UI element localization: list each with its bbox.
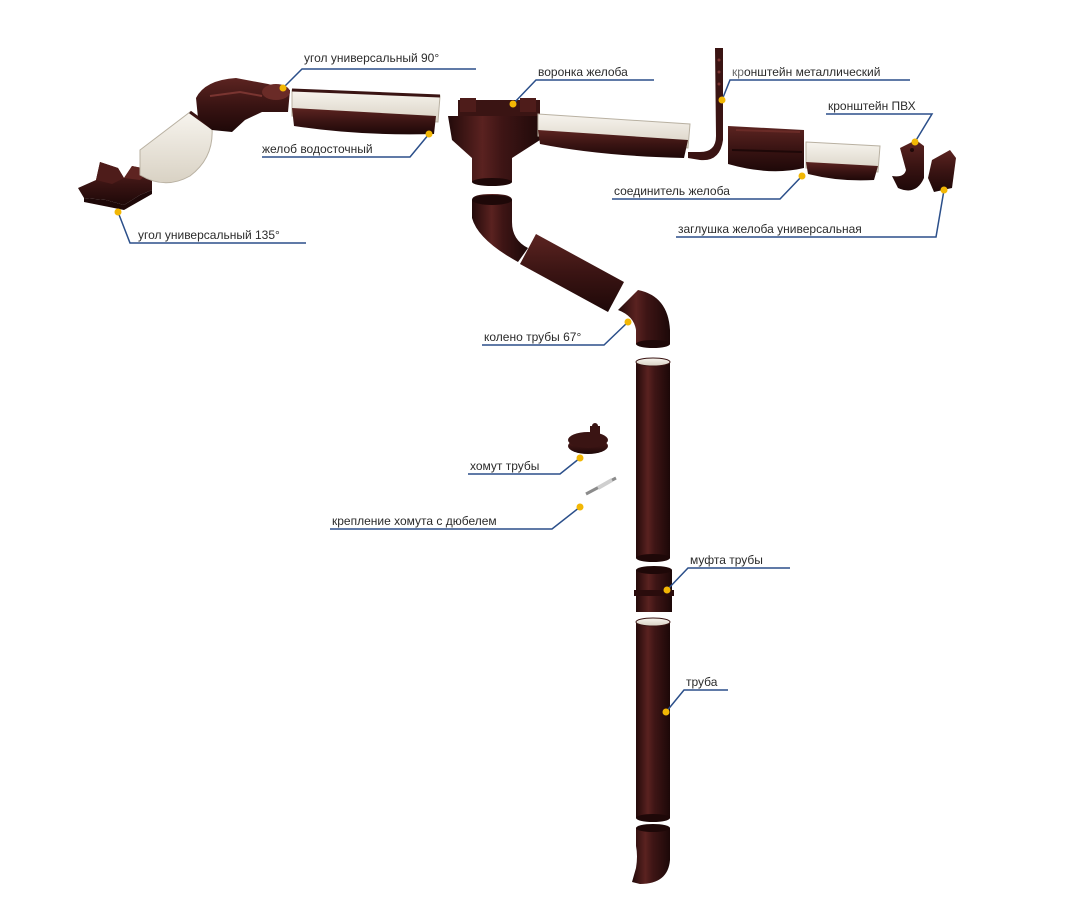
label-pipe: труба bbox=[686, 675, 718, 689]
marker-dot-corner-135 bbox=[114, 208, 122, 216]
marker-dot-corner-90 bbox=[279, 84, 287, 92]
label-gutter: желоб водосточный bbox=[262, 142, 373, 156]
pipe-lower-part bbox=[635, 617, 671, 822]
corner-135-part bbox=[78, 162, 152, 210]
pipe-diagonal-part bbox=[520, 234, 624, 312]
pvc-bracket-part bbox=[892, 140, 924, 191]
end-cap-part bbox=[928, 150, 956, 192]
gutter-piece-right bbox=[537, 113, 691, 158]
marker-dot-clamp-fixing bbox=[576, 503, 584, 511]
marker-dot-funnel bbox=[509, 100, 517, 108]
label-corner-90: угол универсальный 90° bbox=[304, 51, 439, 65]
corner-90-part bbox=[196, 78, 290, 132]
metal-bracket-part bbox=[688, 48, 723, 161]
label-funnel: воронка желоба bbox=[538, 65, 628, 79]
pipe-clamp-part bbox=[568, 423, 608, 454]
gutter-piece-short bbox=[805, 141, 881, 181]
leader-line-bracket-metal bbox=[721, 79, 910, 101]
label-bracket-metal: кронштейн металлический bbox=[732, 65, 880, 79]
callouts: угол универсальный 90° желоб водосточный у… bbox=[114, 51, 948, 716]
label-connector: соединитель желоба bbox=[614, 184, 730, 198]
pipe-upper-part bbox=[635, 357, 671, 562]
marker-dot-clamp bbox=[576, 454, 584, 462]
leader-line-pipe bbox=[665, 689, 728, 713]
marker-dot-elbow bbox=[624, 318, 632, 326]
leader-line-connector bbox=[612, 175, 803, 200]
label-bracket-pvc: кронштейн ПВХ bbox=[828, 99, 916, 113]
label-end-cap: заглушка желоба универсальная bbox=[678, 222, 862, 236]
label-elbow: колено трубы 67° bbox=[484, 330, 581, 344]
gutter-connector-part bbox=[728, 126, 804, 172]
funnel-part bbox=[448, 98, 546, 186]
clamp-fixing-part bbox=[585, 476, 617, 496]
label-clamp: хомут трубы bbox=[470, 459, 539, 473]
label-clamp-fixing: крепление хомута с дюбелем bbox=[332, 514, 497, 528]
marker-dot-pipe bbox=[662, 708, 670, 716]
leader-line-end-cap bbox=[676, 189, 945, 238]
marker-dot-connector bbox=[798, 172, 806, 180]
gutter-piece-left bbox=[291, 88, 441, 135]
elbow-upper-part bbox=[472, 194, 528, 262]
elbow-67-part bbox=[618, 290, 670, 348]
leader-line-elbow bbox=[482, 321, 629, 346]
marker-dot-end-cap bbox=[940, 186, 948, 194]
leader-line-clamp bbox=[468, 457, 581, 475]
marker-dot-bracket-metal bbox=[718, 96, 726, 104]
outlet-elbow-part bbox=[632, 824, 670, 884]
leader-line-corner-90 bbox=[282, 68, 476, 89]
marker-dot-gutter bbox=[425, 130, 433, 138]
marker-dot-coupling bbox=[663, 586, 671, 594]
leader-line-corner-135 bbox=[117, 211, 306, 244]
label-corner-135: угол универсальный 135° bbox=[138, 228, 280, 242]
label-coupling: муфта трубы bbox=[690, 553, 763, 567]
marker-dot-bracket-pvc bbox=[911, 138, 919, 146]
leader-line-bracket-pvc bbox=[826, 113, 934, 143]
leader-line-clamp-fixing bbox=[330, 506, 581, 530]
leader-line-gutter bbox=[262, 133, 430, 158]
leader-line-funnel bbox=[512, 79, 654, 105]
gutter-piece-diagonal bbox=[139, 110, 213, 184]
leader-line-coupling bbox=[666, 567, 790, 591]
